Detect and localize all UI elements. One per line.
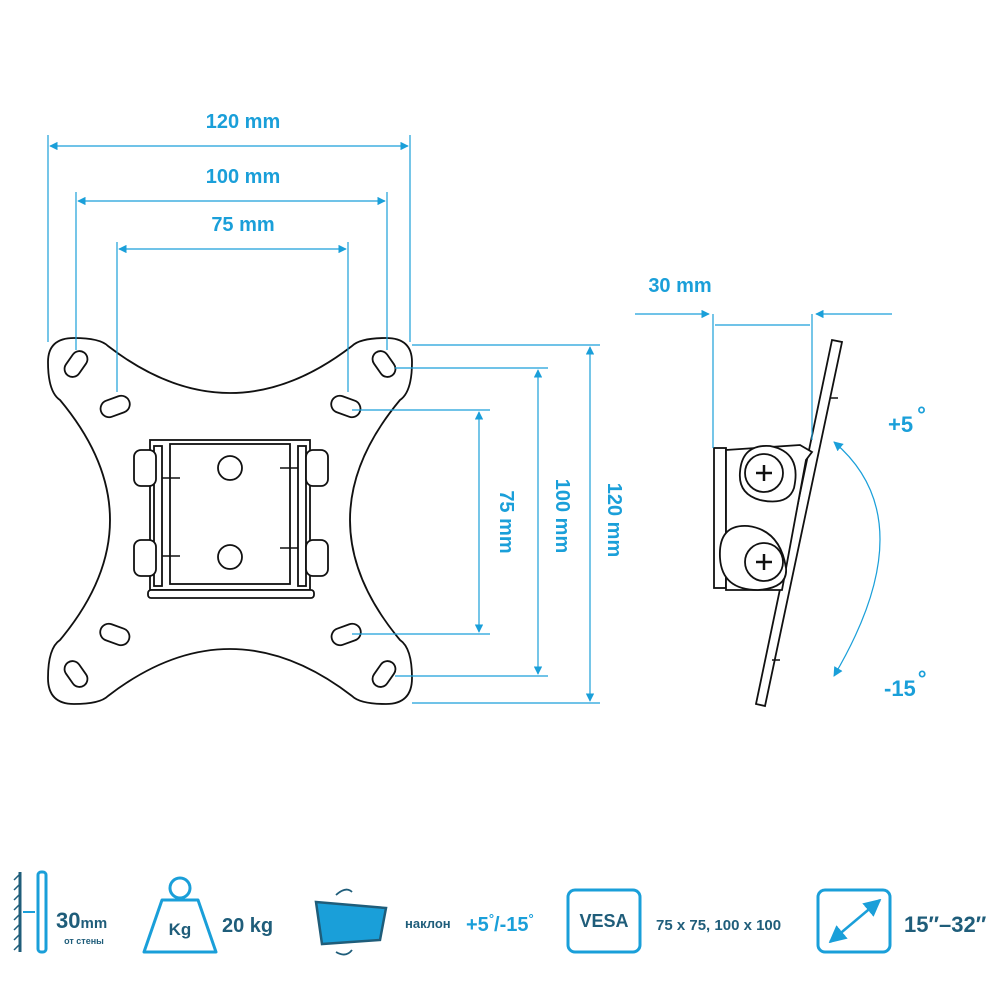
distance-value: 30mm xyxy=(56,908,107,933)
vesa-icon xyxy=(566,888,642,954)
side-view: 30 mm +5° -15° xyxy=(635,275,927,708)
tilt-up-label: +5° xyxy=(888,402,926,437)
front-dimensions: 120 mm 100 mm 75 mm 75 mm 100 mm 120 mm xyxy=(47,111,625,704)
tilt-caption: наклон xyxy=(405,916,451,931)
mounting-slots xyxy=(63,350,397,688)
width-label-75: 75 mm xyxy=(211,214,274,236)
diagonal-size-icon xyxy=(816,888,892,954)
wall-distance-icon xyxy=(13,870,48,954)
center-bracket xyxy=(133,439,329,599)
height-label-75: 75 mm xyxy=(495,490,517,553)
weight-icon xyxy=(142,876,218,954)
spec-bar: 30mm от стены Kg 20 kg наклон +5°/-15° V… xyxy=(13,870,987,956)
tilt-icon xyxy=(314,888,388,956)
weight-badge: Kg xyxy=(169,920,192,939)
height-label-120: 120 mm xyxy=(603,483,625,558)
vesa-badge: VESA xyxy=(579,911,628,931)
vesa-values: 75 x 75, 100 x 100 xyxy=(656,917,781,934)
size-range: 15″–32″ xyxy=(904,912,987,937)
distance-caption: от стены xyxy=(64,936,104,946)
height-label-100: 100 mm xyxy=(551,479,573,554)
depth-label: 30 mm xyxy=(648,275,711,297)
width-label-100: 100 mm xyxy=(206,166,281,188)
tilt-down-label: -15° xyxy=(884,666,927,701)
width-label-120: 120 mm xyxy=(206,111,281,133)
front-plate xyxy=(47,337,413,705)
tilt-range: +5°/-15° xyxy=(466,911,534,936)
weight-value: 20 kg xyxy=(222,915,273,937)
